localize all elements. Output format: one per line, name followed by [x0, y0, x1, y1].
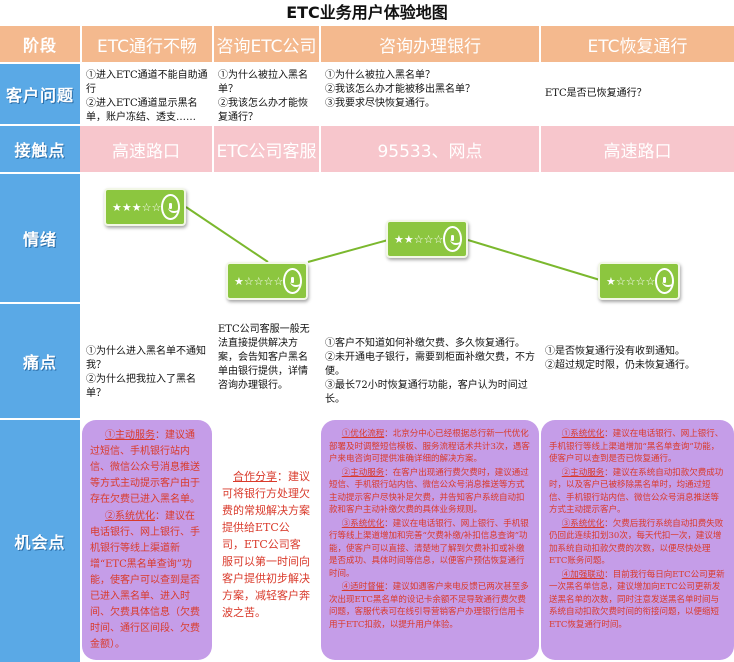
- pain-cell-1: ①为什么进入黑名单不通知我？ ②为什么把我拉入了黑名单？: [82, 342, 214, 399]
- opportunity-text: ：建议在电话银行、网上银行、手机银行等线上渠道新增“ETC黑名单查询”功能，使客…: [90, 511, 200, 650]
- touchpoint-3: 95533、网点: [321, 126, 539, 172]
- opportunity-item: ①系统优化：建议在电话银行、网上银行、手机银行等线上渠道增加“黑名单查询”功能，…: [549, 428, 726, 466]
- touchpoint-4: 高速路口: [541, 126, 734, 172]
- opportunity-card-4: ①系统优化：建议在电话银行、网上银行、手机银行等线上渠道增加“黑名单查询”功能，…: [541, 420, 734, 660]
- opportunity-label: 合作分享: [233, 470, 277, 483]
- pain-item: ③最长72小时恢复通行功能，客户认为时间过长。: [325, 380, 528, 405]
- problem-item: ②我该怎么办才能恢复通行？: [218, 98, 308, 123]
- problem-item: ②进入ETC通道显示黑名单，账户冻结、透支……: [86, 98, 198, 123]
- map-title: ETC业务用户体验地图: [286, 3, 448, 22]
- row-label-stage: 阶段: [0, 26, 80, 62]
- pain-item: ②为什么把我拉入了黑名单？: [86, 374, 196, 399]
- pain-item: ①为什么进入黑名单不通知我？: [86, 346, 206, 371]
- problem-item: ③我要求尽快恢复通行。: [325, 98, 435, 109]
- row-label-problem: 客户问题: [0, 64, 80, 124]
- emotion-box-3: ★★☆☆☆: [386, 220, 468, 258]
- touchpoint-1: 高速路口: [80, 126, 212, 172]
- opportunity-text: ：建议通过短信、手机银行站内信、微信公众号消息推送等方式主动提示客户由于存在欠费…: [90, 430, 200, 505]
- problem-cell-3: ①为什么被拉入黑名单？ ②我该怎么办才能被移出黑名单？ ③我要求尽快恢复通行。: [321, 66, 539, 124]
- row-label-opportunity: 机会点: [0, 420, 80, 662]
- opportunity-item: ①主动服务：建议通过短信、手机银行站内信、微信公众号消息推送等方式主动提示客户由…: [90, 428, 204, 508]
- pain-cell-4: ①是否恢复通行没有收到通知。 ②超过规定时限，仍未恢复通行。: [541, 342, 734, 382]
- opportunity-item: ②主动服务：在客户出现通行费欠费时，建议通过短信、手机银行站内信、微信公众号消息…: [329, 467, 531, 517]
- problem-cell-1: ①进入ETC通道不能自助通行 ②进入ETC通道显示黑名单，账户冻结、透支……: [82, 66, 214, 124]
- opportunity-item: ②主动服务：建议在系统自动扣款欠费成功时，以及客户已被移除黑名单时，均通过短信、…: [549, 467, 726, 517]
- opportunity-text: ：欠费后我行系统自动扣费失败仍回此连续扣划30次，每天代扣一次，建议增加系统自动…: [549, 518, 724, 567]
- problem-item: ETC是否已恢复通行？: [545, 88, 647, 99]
- opportunity-item: ④适时督催：建议如遇客户来电反馈已两次甚至多次出现ETC黑名单的设记卡余额不足导…: [329, 581, 531, 631]
- opportunity-card-3: ①优化流程：北京分中心已经根据总行新一代优化部署及时调整短信模板、服务流程话术共…: [321, 420, 539, 660]
- problem-cell-4: ETC是否已恢复通行？: [541, 84, 734, 114]
- problem-cell-2: ①为什么被拉入黑名单？ ②我该怎么办才能恢复通行？: [214, 66, 321, 124]
- row-label-touchpoint: 接触点: [0, 126, 80, 172]
- opportunity-item: 合作分享：建议可将银行方处理欠费的常规解决方案提供给ETC公司，ETC公司客服可…: [222, 468, 311, 621]
- opportunity-item: ②系统优化：建议在电话银行、网上银行、手机银行等线上渠道新增“ETC黑名单查询”…: [90, 509, 204, 653]
- opportunity-label: ④加强联动: [561, 569, 605, 580]
- problem-item: ①进入ETC通道不能自助通行: [86, 70, 208, 95]
- pain-item: ②未开通电子银行，需要到柜面补缴欠费，不方便。: [325, 352, 535, 377]
- opportunity-text: ：建议在系统自动扣款欠费成功时，以及客户已被移除黑名单时，均通过短信、手机银行站…: [549, 467, 724, 516]
- stage-header-1: ETC通行不畅: [80, 26, 212, 62]
- emotion-link: [467, 239, 601, 281]
- problem-item: ②我该怎么办才能被移出黑名单？: [325, 84, 475, 95]
- emotion-box-2: ★☆☆☆☆: [226, 262, 308, 300]
- pain-item: ①是否恢复通行没有收到通知。: [545, 346, 685, 357]
- emotion-box-4: ★☆☆☆☆: [598, 262, 680, 300]
- opportunity-text: ：在客户出现通行费欠费时，建议通过短信、手机银行站内信、微信公众号消息推送等方式…: [329, 467, 529, 516]
- emotion-box-1: ★★★☆☆: [104, 188, 186, 226]
- opportunity-text: ：建议如遇客户来电反馈已两次甚至多次出现ETC黑名单的设记卡余额不足导致通行费欠…: [329, 582, 529, 630]
- row-label-pain: 痛点: [0, 304, 80, 418]
- opportunity-card-2: 合作分享：建议可将银行方处理欠费的常规解决方案提供给ETC公司，ETC公司客服可…: [214, 460, 319, 630]
- opportunity-label: ①系统优化: [561, 429, 605, 439]
- emotion-link: [185, 206, 269, 263]
- opportunity-label: ①优化流程: [341, 429, 385, 439]
- pain-item: ①客户不知道如何补缴欠费、多久恢复通行。: [325, 338, 525, 349]
- opportunity-label: ①主动服务: [105, 430, 155, 441]
- emotion-stars: ★★★☆☆: [112, 200, 162, 214]
- row-label-emotion: 情绪: [0, 174, 80, 302]
- emotion-link: [307, 239, 389, 263]
- opportunity-text: ：北京分中心已经根据总行新一代优化部署及时调整短信模板、服务流程话术共计3次，遇…: [329, 429, 530, 464]
- stage-header-2: 咨询ETC公司: [212, 26, 319, 62]
- opportunity-label: ②主动服务: [561, 467, 605, 478]
- opportunity-item: ①优化流程：北京分中心已经根据总行新一代优化部署及时调整短信模板、服务流程话术共…: [329, 428, 531, 466]
- opportunity-label: ②系统优化: [105, 511, 155, 522]
- opportunity-label: ②主动服务: [341, 467, 385, 478]
- opportunity-text: ：建议在电话银行、网上银行、手机银行等线上渠道增加“黑名单查询”功能，使客户可以…: [549, 429, 724, 464]
- pain-cell-3: ①客户不知道如何补缴欠费、多久恢复通行。 ②未开通电子银行，需要到柜面补缴欠费，…: [321, 334, 539, 405]
- emotion-stars: ★☆☆☆☆: [234, 274, 284, 288]
- stage-header-3: 咨询办理银行: [319, 26, 539, 62]
- smiley-icon: [161, 194, 181, 220]
- emotion-stars: ★☆☆☆☆: [606, 274, 656, 288]
- opportunity-label: ③系统优化: [561, 518, 605, 529]
- opportunity-label: ③系统优化: [341, 518, 385, 529]
- problem-item: ①为什么被拉入黑名单？: [325, 70, 435, 81]
- smiley-icon: [443, 226, 463, 252]
- pain-cell-2: ETC公司客服一般无法直接提供解决方案，会告知客户黑名单由银行提供，详情咨询办理…: [214, 320, 321, 410]
- opportunity-text: ：建议在电话银行、网上银行、手机银行等线上渠道增加和完善“欠费补缴/补扣信息查询…: [329, 518, 529, 579]
- opportunity-card-1: ①主动服务：建议通过短信、手机银行站内信、微信公众号消息推送等方式主动提示客户由…: [82, 420, 212, 660]
- smiley-icon: [655, 268, 675, 294]
- smiley-icon: [283, 268, 303, 294]
- opportunity-item: ③系统优化：欠费后我行系统自动扣费失败仍回此连续扣划30次，每天代扣一次，建议增…: [549, 518, 726, 568]
- stage-header-4: ETC恢复通行: [539, 26, 734, 62]
- pain-item: ②超过规定时限，仍未恢复通行。: [545, 360, 695, 371]
- touchpoint-2: ETC公司客服: [214, 126, 319, 172]
- opportunity-text: ：建议可将银行方处理欠费的常规解决方案提供给ETC公司，ETC公司客服可以第一时…: [222, 470, 310, 619]
- pain-item: ETC公司客服一般无法直接提供解决方案，会告知客户黑名单由银行提供，详情咨询办理…: [218, 324, 310, 391]
- opportunity-text: ：目前我行每日向ETC公司更新一次黑名单信息，建议增加向ETC公司更新发送黑名单…: [549, 569, 725, 630]
- problem-item: ①为什么被拉入黑名单？: [218, 70, 308, 95]
- opportunity-label: ④适时督催: [341, 582, 385, 592]
- opportunity-item: ④加强联动：目前我行每日向ETC公司更新一次黑名单信息，建议增加向ETC公司更新…: [549, 569, 726, 632]
- emotion-stars: ★★☆☆☆: [394, 232, 444, 246]
- opportunity-item: ③系统优化：建议在电话银行、网上银行、手机银行等线上渠道增加和完善“欠费补缴/补…: [329, 518, 531, 581]
